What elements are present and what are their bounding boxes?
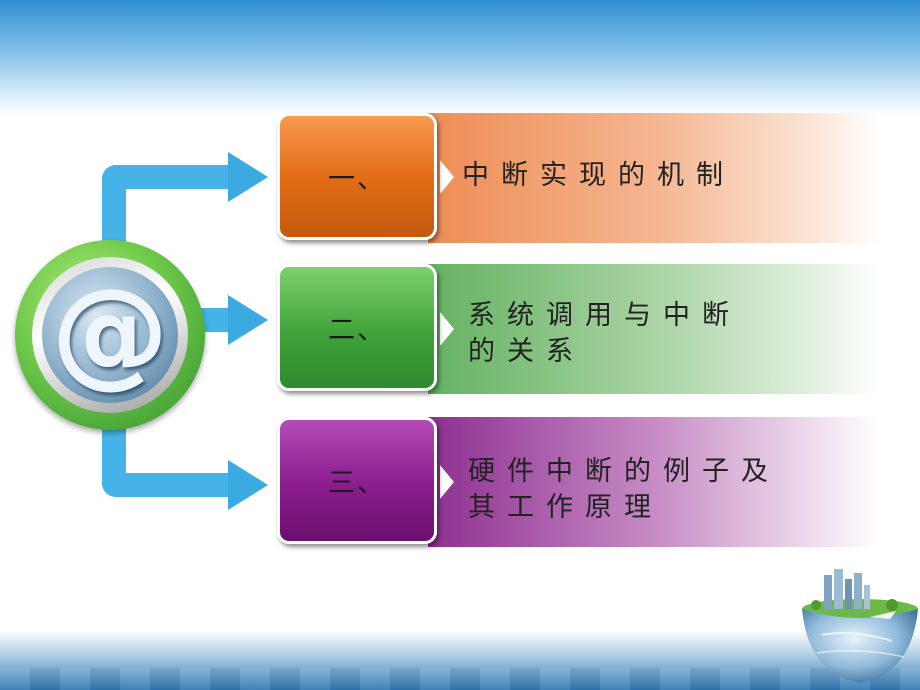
topic-band-1	[428, 113, 880, 243]
number-box-2[interactable]: 二、	[277, 264, 437, 391]
pointer-notch-1	[440, 160, 454, 194]
pointer-notch-2	[440, 312, 454, 346]
number-label-2: 二、	[328, 315, 386, 346]
arrow-head-3	[228, 460, 268, 510]
topic-band-3	[428, 417, 880, 547]
at-sign-icon: @	[42, 267, 178, 403]
header-gradient-band	[0, 0, 920, 115]
topic-2-line-1: 系统调用与中断	[468, 300, 741, 331]
topic-text-2[interactable]: 系统调用与中断 的关系	[468, 298, 788, 370]
footer-gradient-band	[0, 630, 920, 690]
number-box-1[interactable]: 一、	[277, 113, 437, 240]
connector-horizontal-top	[102, 165, 232, 189]
topic-3-line-2: 其工作原理	[468, 492, 663, 523]
topic-2-line-2: 的关系	[468, 336, 585, 367]
number-label-3: 三、	[328, 468, 386, 499]
topic-1-line-1: 中断实现的机制	[462, 160, 735, 191]
topic-text-3[interactable]: 硬件中断的例子及 其工作原理	[468, 454, 788, 526]
pointer-notch-3	[440, 465, 454, 499]
connector-horizontal-bottom	[102, 473, 232, 497]
globe-city-icon	[802, 569, 918, 683]
arrow-head-1	[228, 152, 268, 202]
number-label-1: 一、	[328, 164, 386, 195]
topic-text-1[interactable]: 中断实现的机制	[462, 158, 782, 194]
topic-band-2	[428, 264, 880, 394]
arrow-head-2	[228, 295, 268, 345]
topic-3-line-1: 硬件中断的例子及	[468, 456, 780, 487]
at-sign-glyph: @	[51, 262, 169, 400]
number-box-3[interactable]: 三、	[277, 417, 437, 544]
